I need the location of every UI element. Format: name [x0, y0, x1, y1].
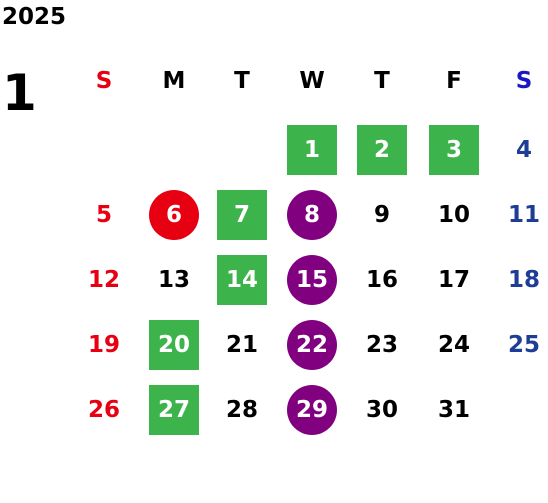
day-cell[interactable]: 16	[352, 255, 412, 305]
day-cell[interactable]: 26	[74, 385, 134, 435]
day-number: 8	[303, 202, 320, 228]
day-cell[interactable]: 1	[282, 125, 342, 175]
day-number: 2	[373, 137, 390, 163]
day-cell[interactable]: 9	[352, 190, 412, 240]
day-number: 17	[437, 267, 470, 293]
weekday-header: T	[234, 68, 250, 94]
day-cell[interactable]: 6	[144, 190, 204, 240]
day-cell[interactable]: 5	[74, 190, 134, 240]
day-cell[interactable]: 29	[282, 385, 342, 435]
day-cell[interactable]: 21	[212, 320, 272, 370]
day-number: 3	[445, 137, 462, 163]
day-number: 1	[303, 137, 320, 163]
day-number: 9	[373, 202, 390, 228]
day-number: 26	[87, 397, 120, 423]
day-number: 12	[87, 267, 120, 293]
day-number: 20	[157, 332, 190, 358]
day-number: 21	[225, 332, 258, 358]
day-number: 31	[437, 397, 470, 423]
weekday-header: F	[446, 68, 462, 94]
weekday-header: T	[374, 68, 390, 94]
day-cell[interactable]: 4	[494, 125, 548, 175]
day-number: 23	[365, 332, 398, 358]
day-cell[interactable]: 27	[144, 385, 204, 435]
day-cell[interactable]: 2	[352, 125, 412, 175]
day-number: 4	[515, 137, 532, 163]
day-number: 22	[295, 332, 328, 358]
day-number: 7	[233, 202, 250, 228]
day-number: 11	[507, 202, 540, 228]
day-number: 6	[165, 202, 182, 228]
day-cell[interactable]: 13	[144, 255, 204, 305]
day-cell[interactable]: 24	[424, 320, 484, 370]
day-number: 19	[87, 332, 120, 358]
day-number: 5	[95, 202, 112, 228]
day-number: 14	[225, 267, 258, 293]
weekday-header: S	[95, 68, 113, 94]
day-number: 15	[295, 267, 328, 293]
day-cell[interactable]: 22	[282, 320, 342, 370]
day-number: 10	[437, 202, 470, 228]
day-number: 30	[365, 397, 398, 423]
weekday-header: W	[299, 68, 325, 94]
day-number: 29	[295, 397, 328, 423]
day-number: 16	[365, 267, 398, 293]
day-number: 25	[507, 332, 540, 358]
day-cell[interactable]: 8	[282, 190, 342, 240]
day-cell[interactable]: 17	[424, 255, 484, 305]
day-cell[interactable]: 14	[212, 255, 272, 305]
month-number: 1	[2, 64, 37, 122]
day-cell[interactable]: 18	[494, 255, 548, 305]
day-number: 27	[157, 397, 190, 423]
day-number: 13	[157, 267, 190, 293]
day-number: 28	[225, 397, 258, 423]
day-cell[interactable]: 19	[74, 320, 134, 370]
day-cell[interactable]: 20	[144, 320, 204, 370]
day-cell[interactable]: 30	[352, 385, 412, 435]
day-cell[interactable]: 28	[212, 385, 272, 435]
year-label: 2025	[2, 4, 67, 30]
day-cell[interactable]: 7	[212, 190, 272, 240]
day-cell[interactable]: 12	[74, 255, 134, 305]
day-cell[interactable]: 25	[494, 320, 548, 370]
day-cell[interactable]: 11	[494, 190, 548, 240]
day-cell[interactable]: 31	[424, 385, 484, 435]
day-cell[interactable]: 23	[352, 320, 412, 370]
weekday-header: M	[162, 68, 186, 94]
day-number: 18	[507, 267, 540, 293]
day-cell[interactable]: 10	[424, 190, 484, 240]
day-cell[interactable]: 3	[424, 125, 484, 175]
day-cell[interactable]: 15	[282, 255, 342, 305]
weekday-header: S	[515, 68, 533, 94]
day-number: 24	[437, 332, 470, 358]
